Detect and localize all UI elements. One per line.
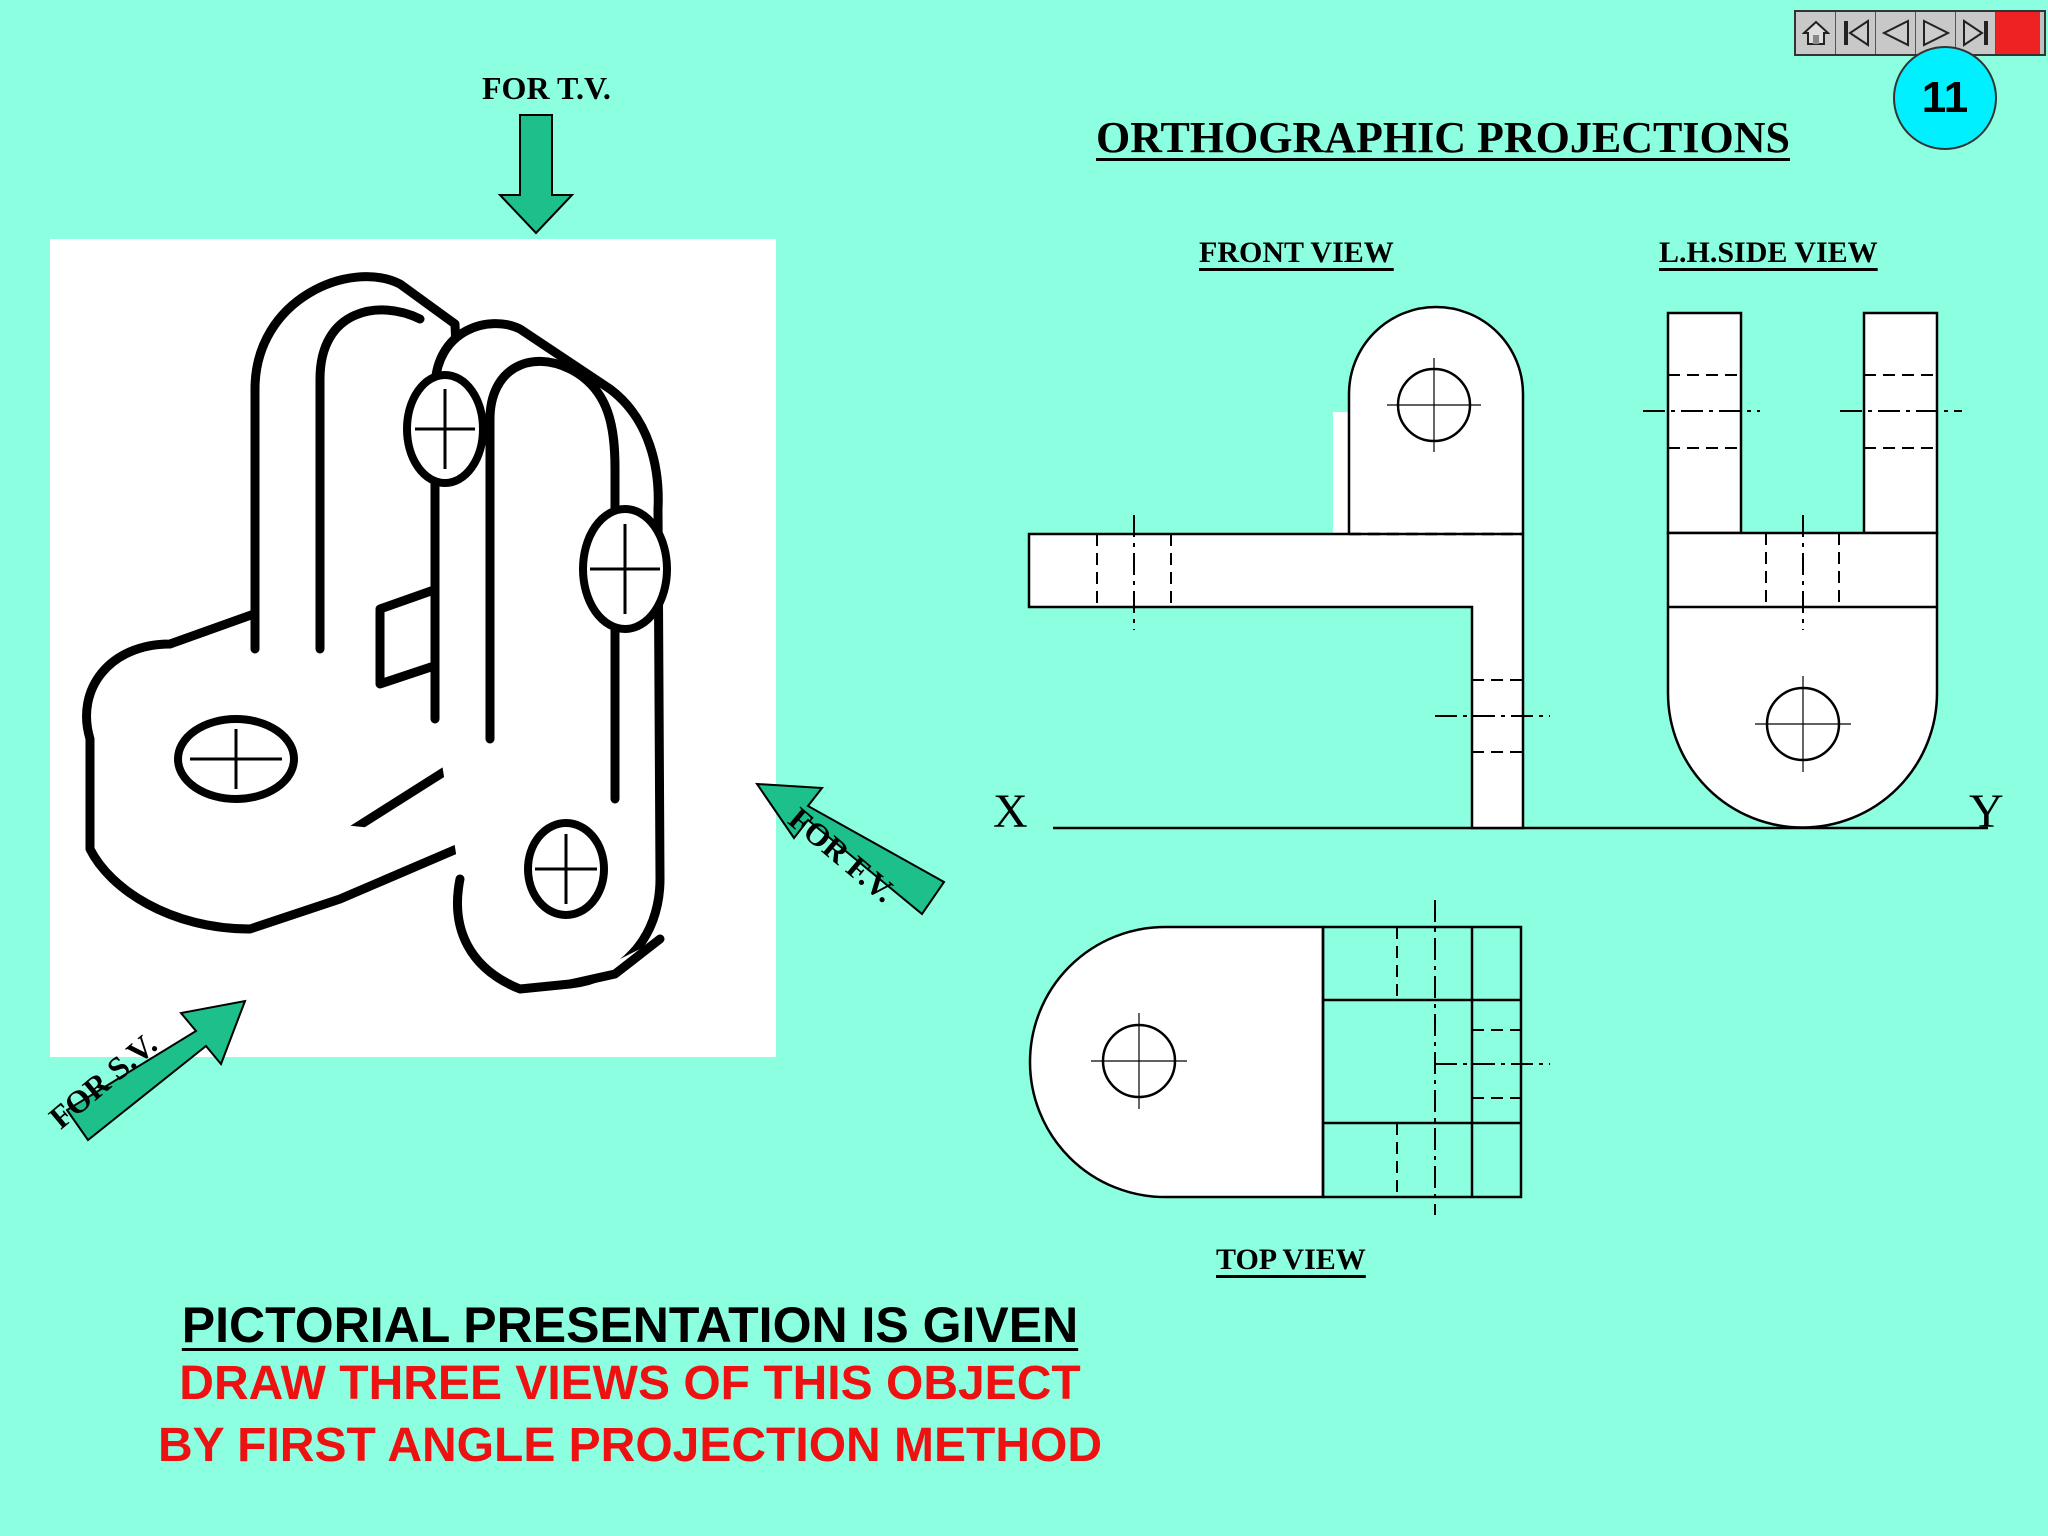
last-slide-icon [1962, 19, 1988, 47]
page-number: 11 [1921, 73, 1969, 122]
home-icon [1801, 20, 1830, 45]
top-view-drawing [1028, 900, 1550, 1215]
first-slide-button[interactable] [1836, 12, 1876, 54]
instruction-line-1-wrap: PICTORIAL PRESENTATION IS GIVEN [0, 1296, 1260, 1354]
front-view-drawing [1027, 305, 1550, 830]
top-view-arrow [497, 114, 575, 235]
isometric-object-drawing [82, 272, 671, 994]
page-title: ORTHOGRAPHIC PROJECTIONS [1096, 113, 1790, 162]
first-slide-icon [1843, 19, 1869, 47]
side-view-label: L.H.SIDE VIEW [1659, 236, 1878, 269]
last-slide-button[interactable] [1956, 12, 1996, 54]
instruction-line-1: PICTORIAL PRESENTATION IS GIVEN [181, 1297, 1079, 1353]
instruction-line-2: DRAW THREE VIEWS OF THIS OBJECT [179, 1357, 1081, 1410]
next-slide-icon [1922, 19, 1950, 47]
pictorial-panel [50, 239, 776, 1057]
front-view-arrow [755, 782, 946, 916]
x-label: X [993, 785, 1028, 838]
side-view-arrow [65, 999, 247, 1142]
side-view-drawing [1643, 311, 1962, 829]
for-tv-label: FOR T.V. [482, 70, 611, 106]
page-number-badge: 11 [1893, 46, 1997, 150]
home-button[interactable] [1796, 12, 1836, 54]
previous-slide-icon [1881, 19, 1909, 47]
front-view-label: FRONT VIEW [1199, 236, 1394, 269]
stop-button[interactable] [1996, 12, 2040, 54]
top-view-label: TOP VIEW [1216, 1243, 1366, 1276]
instruction-line-3: BY FIRST ANGLE PROJECTION METHOD [157, 1419, 1103, 1472]
previous-slide-button[interactable] [1876, 12, 1916, 54]
